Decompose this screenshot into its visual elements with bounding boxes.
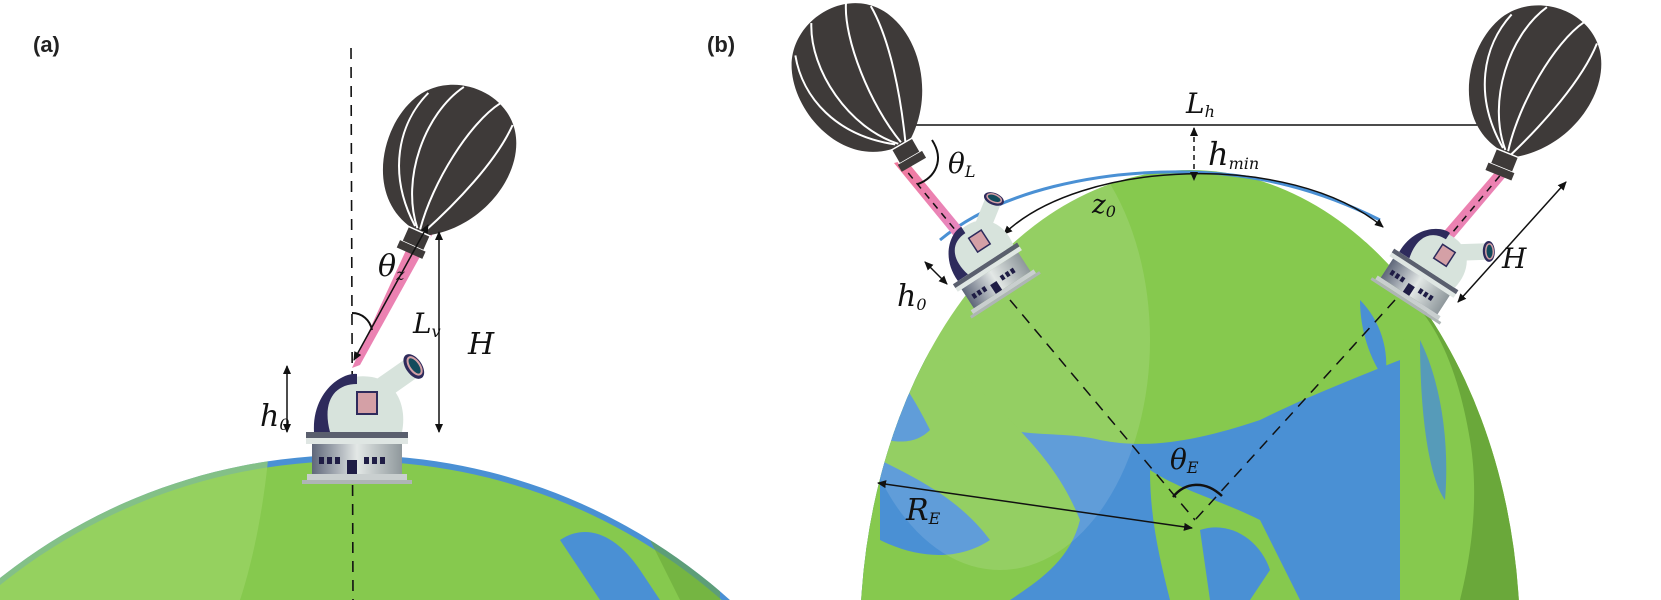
- label-hmin: hmin: [1208, 135, 1260, 173]
- theta-L-arc: [917, 139, 939, 185]
- RE-arrow: [877, 480, 1193, 531]
- label-RE: RE: [906, 493, 941, 528]
- label-Lv: Lv: [413, 307, 441, 341]
- radius-line-left: [1009, 299, 1196, 521]
- panel-b-label: (b): [707, 32, 736, 57]
- panel-b-right-balloon: [1435, 0, 1621, 199]
- label-Lh: Lh: [1186, 87, 1215, 121]
- Lv-arrow: [353, 224, 429, 361]
- label-z0: z0: [1092, 190, 1116, 221]
- theta-z-arc: [351, 312, 373, 331]
- z0-arc: [1003, 172, 1384, 235]
- h0-arrow-b: [924, 261, 948, 285]
- label-H-a: H: [468, 327, 495, 362]
- label-theta-E: θE: [1170, 443, 1199, 477]
- radius-line-right: [1194, 299, 1396, 521]
- H-arrow-b: [1457, 181, 1567, 303]
- label-theta-L: θL: [948, 147, 976, 181]
- label-theta-z: θz: [378, 249, 405, 284]
- label-H-b: H: [1502, 242, 1527, 275]
- panel-a-globe: [0, 455, 730, 600]
- panel-a-balloon: [347, 63, 537, 279]
- panel-a-label: (a): [33, 32, 60, 57]
- zenith-line: [350, 47, 354, 600]
- label-h0-b: h0: [897, 279, 927, 314]
- label-h0-a: h0: [260, 399, 290, 434]
- panel-b-left-beam: [894, 160, 972, 246]
